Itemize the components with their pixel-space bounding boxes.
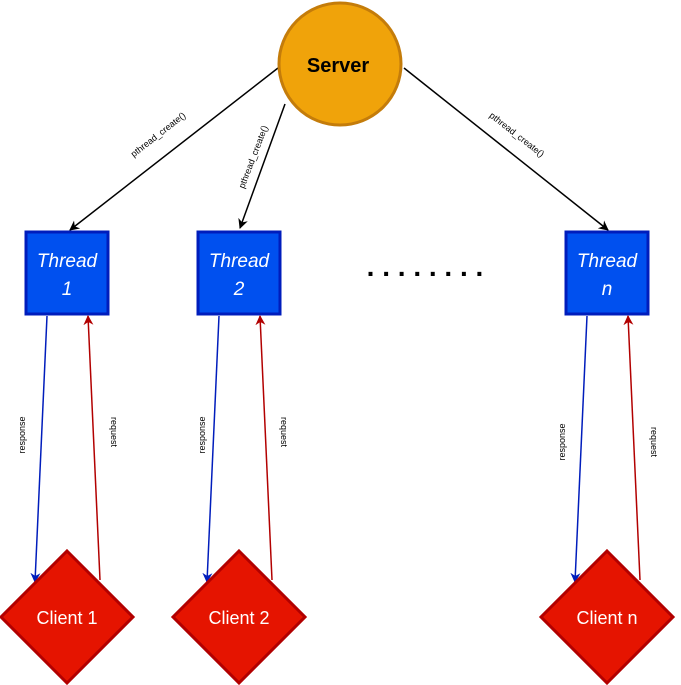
request-line-2 xyxy=(255,315,273,581)
request-label-n: request xyxy=(649,427,659,458)
thread-box-1 xyxy=(24,230,110,316)
request-label-2: request xyxy=(279,417,289,448)
thread-node-2: Thread 2 xyxy=(196,230,282,316)
thread-node-n: Thread n xyxy=(564,230,650,316)
client-node-2: Client 2 xyxy=(170,548,308,685)
thread-box-n xyxy=(564,230,650,316)
client-diamond-2 xyxy=(170,548,308,685)
client-diamond-n xyxy=(538,548,676,685)
edge-server-thread-1 xyxy=(69,67,279,231)
edge-server-thread-2 xyxy=(238,103,286,229)
client-label-2: Client 2 xyxy=(208,608,269,628)
thread-label-n-line2: n xyxy=(602,279,613,300)
response-line-n xyxy=(570,315,588,583)
thread-label-n-line1: Thread xyxy=(577,251,639,272)
edge-label-create-1: pthread_create() xyxy=(129,110,188,159)
thread-label-1-line1: Thread xyxy=(37,251,99,272)
client-node-n: Client n xyxy=(538,548,676,685)
edge-server-thread-n xyxy=(403,67,609,231)
client-diamond-1 xyxy=(0,548,136,685)
thread-node-1: Thread 1 xyxy=(24,230,110,316)
thread-label-2-line1: Thread xyxy=(209,251,271,272)
response-line-1 xyxy=(30,315,48,583)
response-line-2 xyxy=(202,315,220,583)
request-line-n xyxy=(623,315,641,581)
client-node-1: Client 1 xyxy=(0,548,136,685)
response-label-n: response xyxy=(557,423,567,460)
thread-label-1-line2: 1 xyxy=(62,279,73,300)
edge-label-create-n: pthread_create() xyxy=(488,110,547,159)
server-circle xyxy=(277,1,403,127)
client-label-n: Client n xyxy=(576,608,637,628)
thread-ellipsis: . . . . . . . . xyxy=(367,251,484,282)
server-node: Server xyxy=(277,1,403,127)
response-label-1: response xyxy=(17,416,27,453)
client-label-1: Client 1 xyxy=(36,608,97,628)
request-label-1: request xyxy=(109,417,119,448)
server-label: Server xyxy=(307,55,369,77)
thread-label-2-line2: 2 xyxy=(233,279,245,300)
edge-label-create-2: pthread_create() xyxy=(237,124,270,190)
thread-box-2 xyxy=(196,230,282,316)
response-label-2: response xyxy=(197,416,207,453)
request-line-1 xyxy=(83,315,101,581)
